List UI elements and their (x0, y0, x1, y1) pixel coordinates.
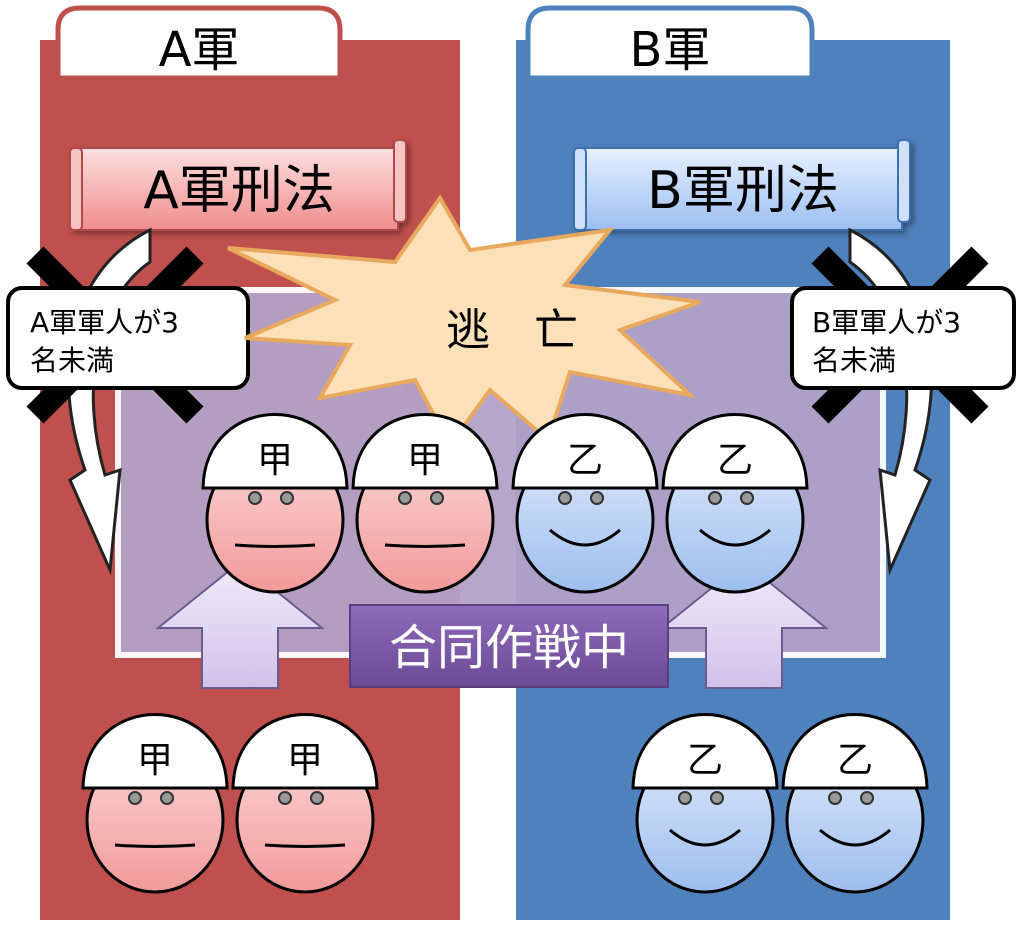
soldier-label: 甲 (287, 740, 323, 781)
soldier-face-icon: 乙 (511, 413, 659, 594)
soldier-label: 乙 (837, 740, 873, 781)
up-arrow-icon (659, 560, 829, 689)
escape-explosion: 逃 亡 (227, 194, 701, 449)
soldier-label: 甲 (137, 740, 173, 781)
soldier-face-icon: 乙 (661, 413, 809, 594)
soldier-face-icon: 乙 (781, 713, 929, 894)
army-a-condition-box: A軍軍人が3 名未満 (6, 286, 250, 390)
army-b-title: B軍 (630, 22, 711, 78)
joint-operation-badge: 合同作戦中 (349, 604, 669, 688)
joint-operation-label: 合同作戦中 (389, 620, 629, 676)
soldier-face-icon: 甲 (81, 713, 229, 894)
soldier-face-icon: 甲 (201, 413, 349, 594)
army-b-condition-box: B軍軍人が3 名未満 (790, 286, 1016, 390)
army-b-title-tab (525, 5, 815, 81)
army-b-condition-line1: B軍軍人が3 (812, 306, 961, 339)
army-b-law-label: B軍刑法 (647, 161, 839, 221)
soldiers-group: 甲甲乙乙甲甲乙乙 (81, 413, 929, 894)
soldier-label: 乙 (687, 740, 723, 781)
army-b-condition-line2: 名未満 (812, 344, 896, 377)
scroll-icon (583, 147, 903, 231)
army-a-title: A軍 (159, 22, 240, 78)
up-arrow-icon (155, 560, 325, 689)
soldier-label: 乙 (717, 440, 753, 481)
soldier-face-icon: 甲 (351, 413, 499, 594)
army-a-title-tab (55, 5, 343, 81)
army-b-law-scroll: B軍刑法 (573, 139, 911, 231)
soldier-face-icon: 甲 (231, 713, 379, 894)
escape-label: 逃 亡 (446, 305, 578, 356)
soldier-label: 甲 (407, 440, 443, 481)
army-a-condition-line1: A軍軍人が3 (30, 306, 179, 339)
soldier-face-icon: 乙 (631, 713, 779, 894)
soldier-label: 甲 (257, 440, 293, 481)
explosion-icon (227, 194, 701, 449)
soldier-label: 乙 (567, 440, 603, 481)
army-a-law-label: A軍刑法 (143, 161, 335, 221)
army-a-law-scroll: A軍刑法 (69, 139, 407, 231)
army-a-condition-line2: 名未満 (30, 344, 114, 377)
